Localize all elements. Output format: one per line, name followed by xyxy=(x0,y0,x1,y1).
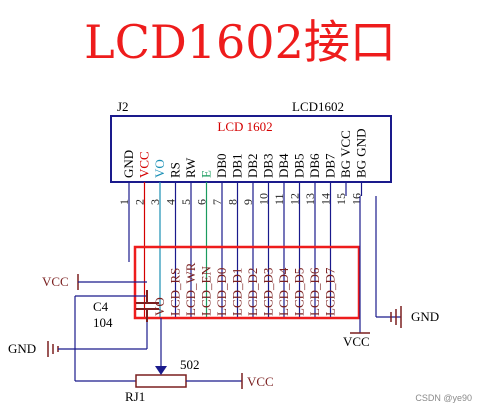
gnd-right-label: GND xyxy=(411,309,439,324)
pin-number: 1 xyxy=(117,199,131,205)
net-label: LCD_EN xyxy=(199,266,214,316)
pin-number: 13 xyxy=(303,193,317,205)
pin-label: VO xyxy=(152,159,167,178)
pin-number: 11 xyxy=(272,193,286,205)
vcc-left-symbol: VCC xyxy=(42,274,147,290)
pin-number: 15 xyxy=(334,193,348,205)
net-label: LCD_D6 xyxy=(307,267,322,316)
connector-pins: GND1VCC2VO3RS4RW5E6DB07DB18DB29DB310DB41… xyxy=(117,129,369,318)
pin-number: 3 xyxy=(148,199,162,205)
gnd-left-symbol: GND xyxy=(8,322,148,357)
pin-label: BG VCC xyxy=(338,130,353,178)
pin-number: 8 xyxy=(226,199,240,205)
pin-label: RS xyxy=(168,162,183,178)
backlight-wiring: GND VCC xyxy=(343,196,439,349)
vcc-pot-label: VCC xyxy=(247,374,274,389)
net-label: LCD_D0 xyxy=(214,268,229,316)
diagram-title: LCD1602接口 xyxy=(84,15,396,69)
pin-label: DB0 xyxy=(214,153,229,178)
net-label: VO xyxy=(152,297,167,316)
pin-number: 5 xyxy=(179,199,193,205)
rj1-ref: RJ1 xyxy=(125,389,145,404)
pin-number: 14 xyxy=(319,193,333,205)
net-label: LCD_WR xyxy=(183,262,198,316)
c4-value: 104 xyxy=(93,315,113,330)
pin-number: 10 xyxy=(257,193,271,205)
pin-label: DB6 xyxy=(307,153,322,178)
connector-inner-label: LCD 1602 xyxy=(217,119,272,134)
vcc-pot-symbol: VCC xyxy=(241,373,274,389)
pin-number: 4 xyxy=(164,199,178,205)
net-label: LCD_D2 xyxy=(245,268,260,316)
potentiometer-rj1: 502 RJ1 xyxy=(75,318,242,404)
connector-ref: J2 xyxy=(117,99,129,114)
watermark: CSDN @ye90 xyxy=(415,393,472,403)
c4-ref: C4 xyxy=(93,299,109,314)
net-label: LCD_D5 xyxy=(292,268,307,316)
net-label: LCD_D3 xyxy=(261,268,276,316)
vcc-left-label: VCC xyxy=(42,274,69,289)
net-label: LCD_D1 xyxy=(230,268,245,316)
pin-label: DB3 xyxy=(261,153,276,178)
pin-label: BG GND xyxy=(354,129,369,178)
pin-label: DB4 xyxy=(276,153,291,178)
pin-label: DB1 xyxy=(230,153,245,178)
pin-number: 2 xyxy=(133,199,147,205)
gnd-left-label: GND xyxy=(8,341,36,356)
pin-number: 7 xyxy=(210,199,224,205)
connector-part: LCD1602 xyxy=(292,99,344,114)
net-label: LCD_D7 xyxy=(323,267,338,316)
pin-label: GND xyxy=(121,150,136,178)
pin-label: E xyxy=(199,170,214,178)
net-label: LCD_D4 xyxy=(276,267,291,316)
pin-number: 9 xyxy=(241,199,255,205)
pin-label: DB2 xyxy=(245,153,260,178)
rj1-value: 502 xyxy=(180,357,200,372)
pin-label: RW xyxy=(183,157,198,178)
pin-number: 6 xyxy=(195,199,209,205)
connector-body xyxy=(110,115,392,183)
pin-label: DB7 xyxy=(323,153,338,178)
net-label: LCD_RS xyxy=(168,268,183,316)
capacitor-c4: C4 104 xyxy=(74,290,159,381)
pin-number: 12 xyxy=(288,193,302,205)
pin-label: VCC xyxy=(137,151,152,178)
vcc-bottom-label: VCC xyxy=(343,334,370,349)
pin-label: DB5 xyxy=(292,153,307,178)
